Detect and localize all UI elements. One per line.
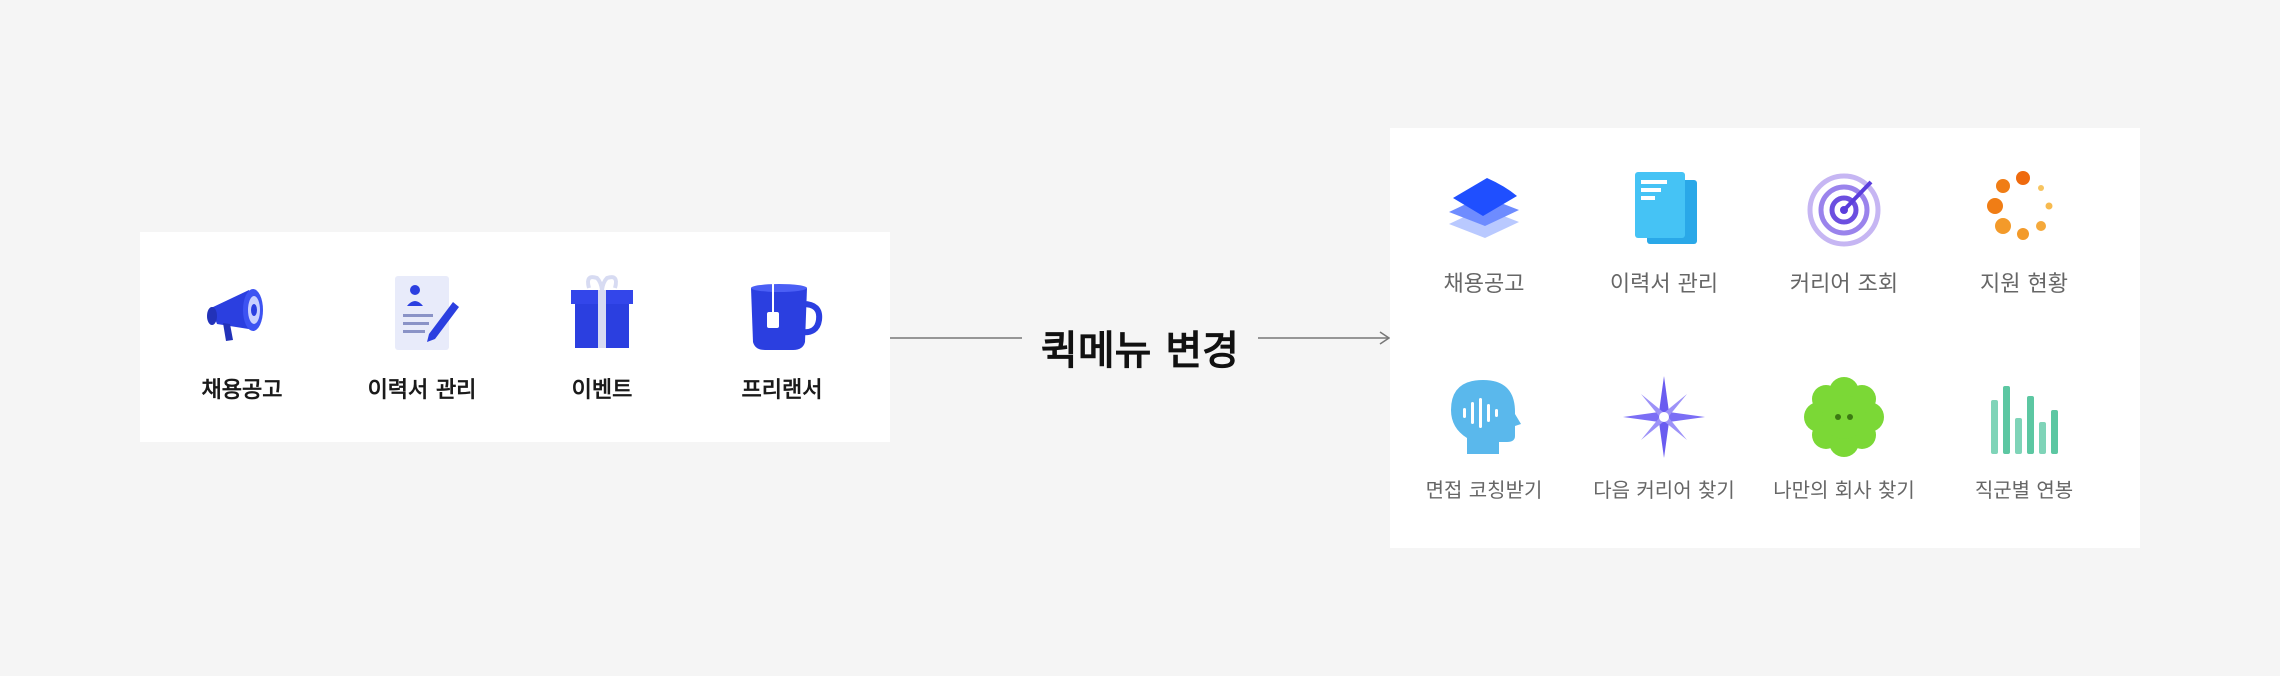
resume-pen-icon (377, 268, 467, 358)
old-menu-label: 프리랜서 (741, 378, 823, 403)
head-voice-icon (1439, 372, 1529, 462)
bar-chart-icon (1979, 372, 2069, 462)
new-menu-label: 지원 현황 (1980, 272, 2068, 297)
old-menu-label: 이력서 관리 (367, 378, 477, 403)
old-menu-label: 이벤트 (571, 378, 633, 403)
new-menu-label: 직군별 연봉 (1974, 478, 2074, 502)
new-menu-label: 채용공고 (1443, 272, 1525, 297)
mug-icon (737, 268, 827, 358)
layers-icon (1439, 164, 1529, 254)
old-menu-label: 채용공고 (201, 378, 283, 403)
new-menu-label: 나만의 회사 찾기 (1773, 478, 1915, 502)
gift-icon (557, 268, 647, 358)
compass-star-icon (1619, 372, 1709, 462)
new-menu-item-status[interactable]: 지원 현황 (1934, 164, 2114, 298)
old-menu-item-jobs[interactable]: 채용공고 (152, 268, 332, 404)
megaphone-icon (197, 268, 287, 358)
new-menu-label: 면접 코칭받기 (1425, 478, 1543, 502)
old-menu-item-freelancer[interactable]: 프리랜서 (692, 268, 872, 404)
new-menu-item-find-company[interactable]: 나만의 회사 찾기 (1754, 372, 1934, 503)
new-quick-menu: 채용공고 이력서 관리 커리어 조회 (1390, 128, 2140, 548)
new-menu-label: 다음 커리어 찾기 (1593, 478, 1735, 502)
target-icon (1799, 164, 1889, 254)
new-menu-item-resume[interactable]: 이력서 관리 (1574, 164, 1754, 298)
old-menu-item-event[interactable]: 이벤트 (512, 268, 692, 404)
new-menu-item-career[interactable]: 커리어 조회 (1754, 164, 1934, 298)
loading-dots-icon (1979, 164, 2069, 254)
new-menu-label: 커리어 조회 (1789, 272, 1899, 297)
document-icon (1619, 164, 1709, 254)
new-menu-item-interview[interactable]: 면접 코칭받기 (1394, 372, 1574, 503)
old-quick-menu: 채용공고 이력서 관리 이벤트 (140, 232, 890, 442)
old-menu-item-resume[interactable]: 이력서 관리 (332, 268, 512, 404)
flower-face-icon (1799, 372, 1889, 462)
change-title: 퀵메뉴 변경 (1030, 318, 1250, 376)
new-menu-item-salary[interactable]: 직군별 연봉 (1934, 372, 2114, 503)
new-menu-label: 이력서 관리 (1609, 272, 1719, 297)
new-menu-item-jobs[interactable]: 채용공고 (1394, 164, 1574, 298)
new-menu-item-next-career[interactable]: 다음 커리어 찾기 (1574, 372, 1754, 503)
